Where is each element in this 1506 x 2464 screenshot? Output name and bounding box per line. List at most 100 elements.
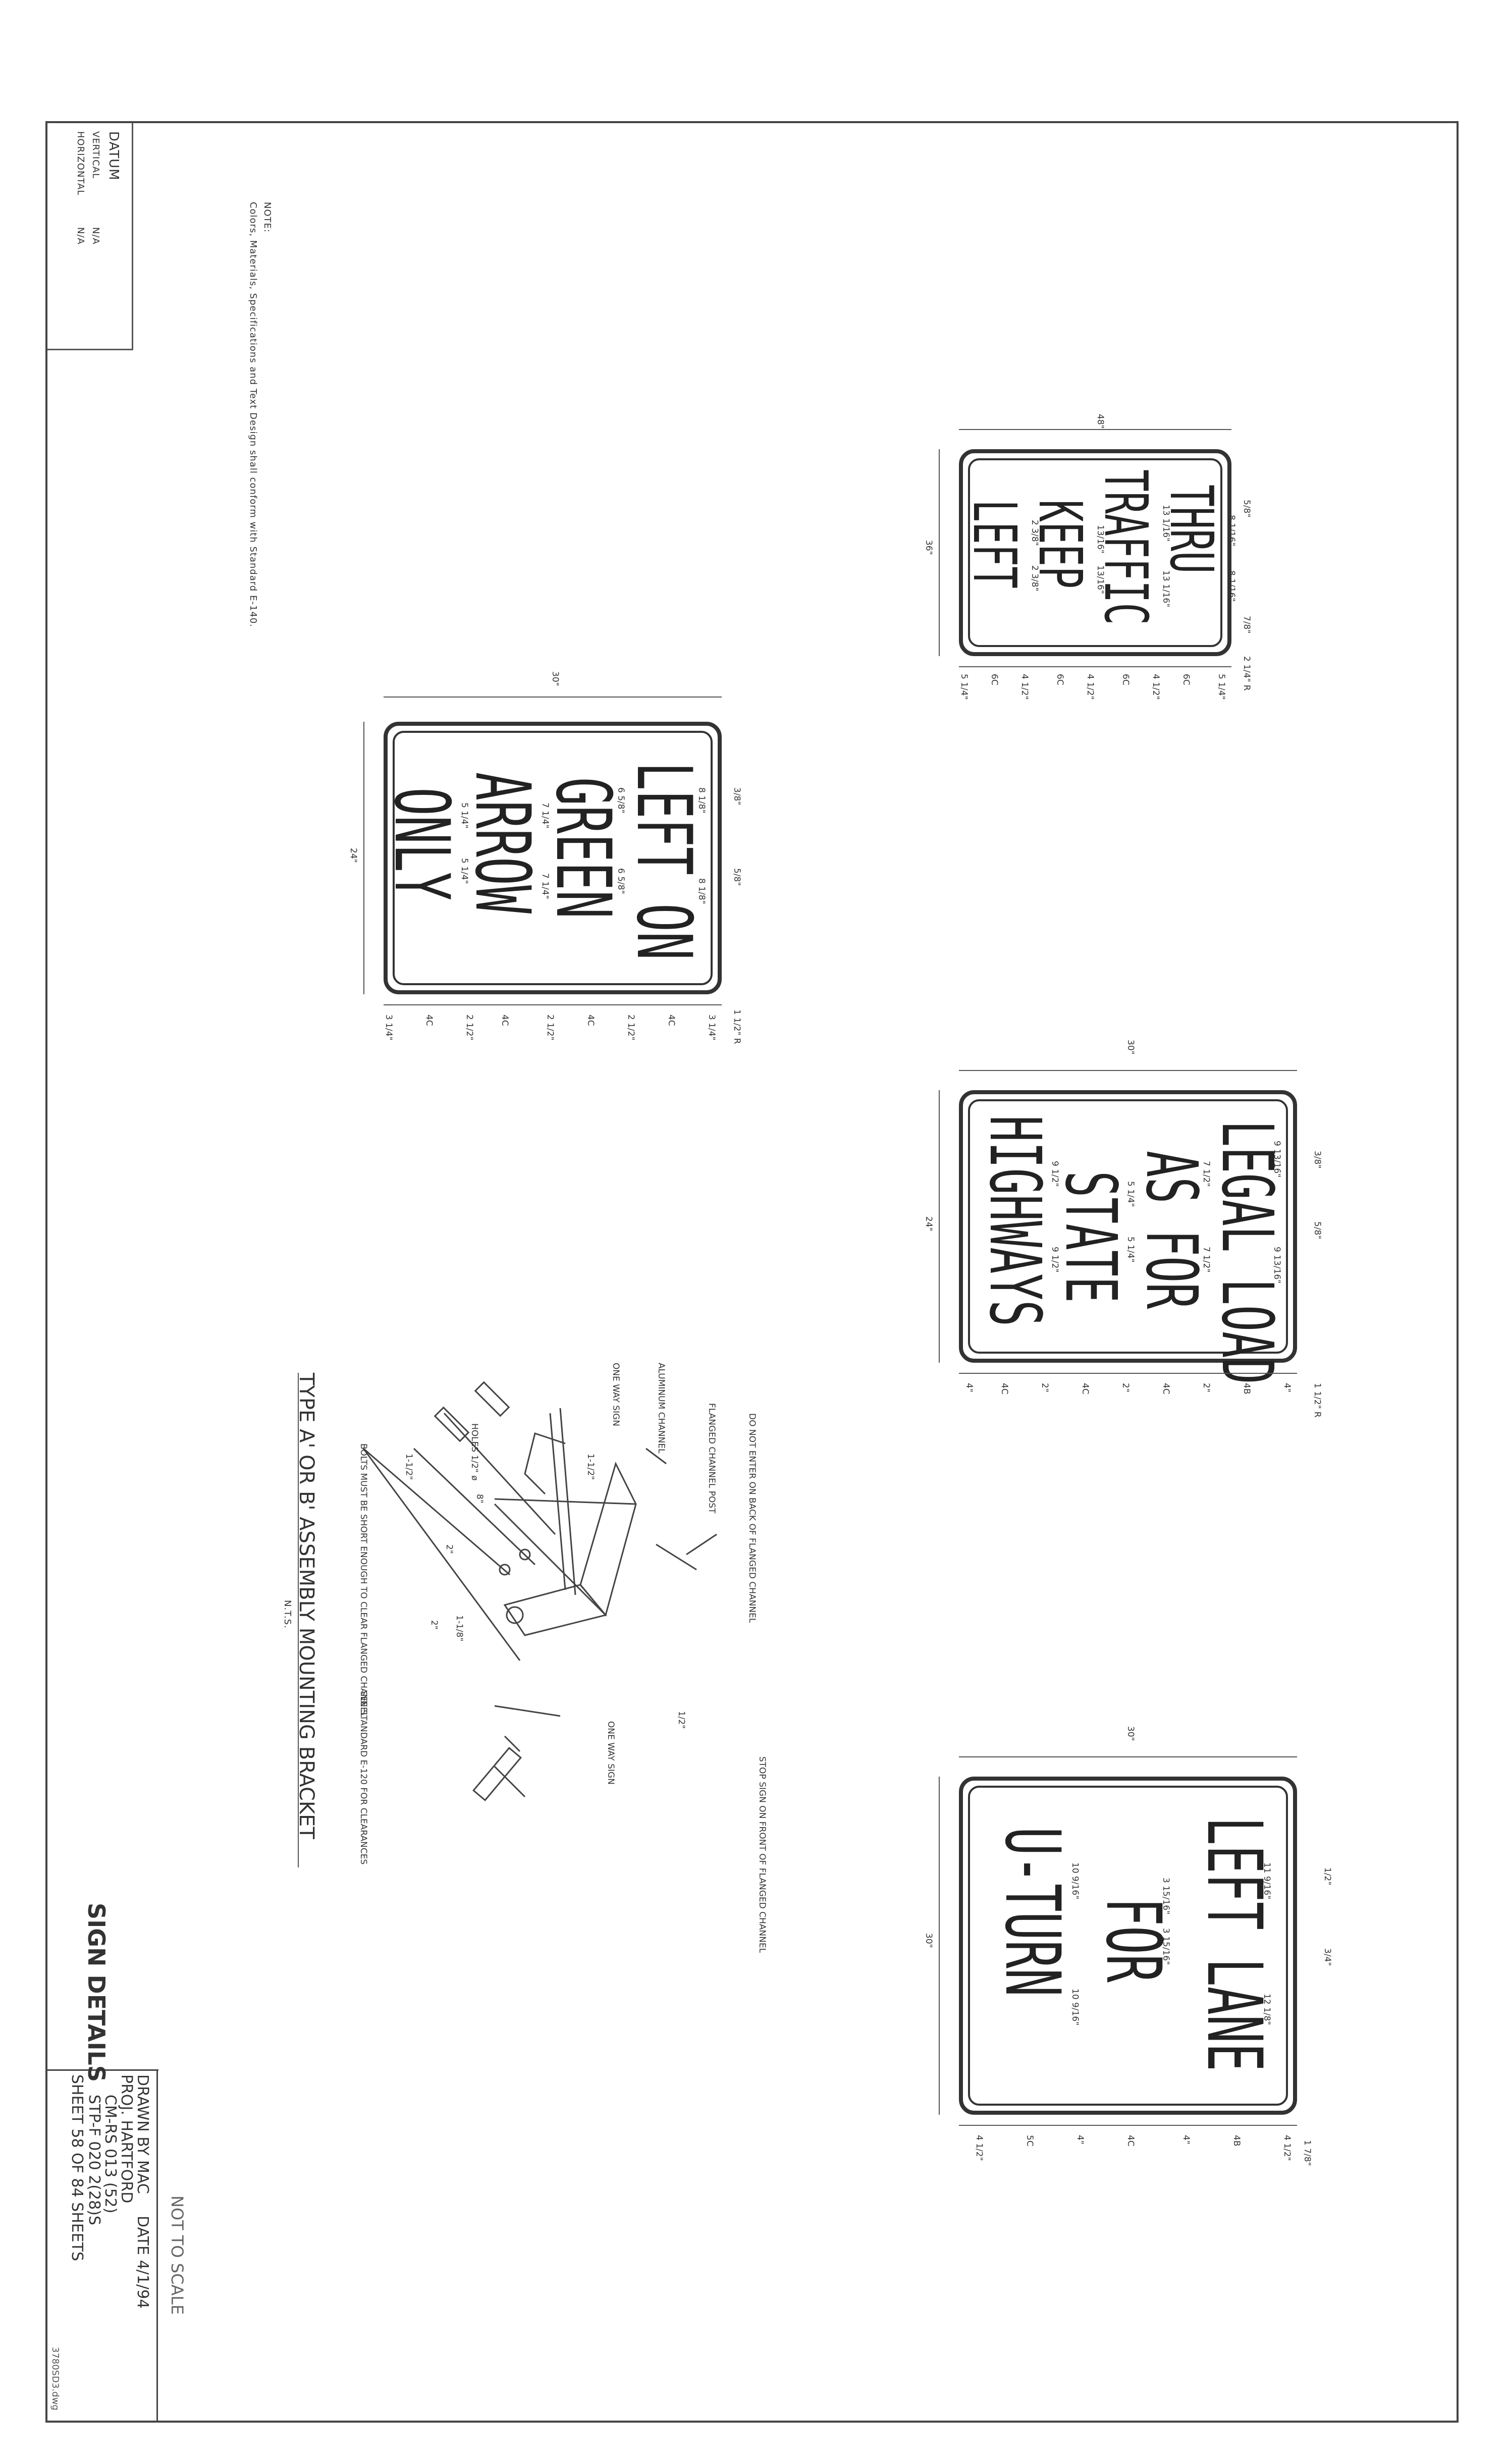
- dim-label: 4C: [1080, 1383, 1090, 1395]
- dim-label: 5C: [1025, 2135, 1035, 2147]
- dim-label: 3 15/16": [1161, 1878, 1171, 1915]
- dim-label: 7 1/2": [1201, 1161, 1211, 1187]
- dim-label: 1 7/8": [1302, 2140, 1312, 2166]
- bracket-label: 1-1/2": [404, 1454, 414, 1480]
- dim-label: 2 3/8": [1030, 565, 1040, 592]
- drawing-date: DATE 4/1/94: [134, 2216, 151, 2309]
- bracket-label: FLANGED CHANNEL POST: [707, 1403, 717, 1514]
- sign-legal-load: [959, 1090, 1297, 1363]
- dim-label: 4 1/2": [1151, 674, 1161, 700]
- dim-label: 5 1/4": [1125, 1181, 1136, 1207]
- sign-line: GREEN: [539, 777, 627, 919]
- stp-number: STP-F 020 2(28)S: [85, 2095, 103, 2225]
- dim-label: 8 1/16": [1226, 570, 1236, 602]
- sign-left-on-green: [384, 722, 722, 994]
- bracket-label: 2": [444, 1544, 454, 1554]
- dim-width: 48": [1095, 414, 1105, 429]
- dim-label: 6 5/8": [616, 868, 626, 894]
- dim-label: 9 1/2": [1050, 1247, 1060, 1273]
- dim-label: 2": [1040, 1383, 1050, 1392]
- dim-label: 2 3/8": [1030, 520, 1040, 546]
- bracket-label: 2": [429, 1620, 439, 1630]
- bracket-label: 1-1/8": [454, 1615, 464, 1642]
- dim-label: 8 1/8": [696, 878, 707, 904]
- dim-label: 13 1/16": [1161, 505, 1171, 542]
- dim-label: 3 15/16": [1161, 1928, 1171, 1965]
- bracket-label: SEE STANDARD E-120 FOR CLEARANCES: [358, 1691, 368, 1865]
- file-name: 3780SD3.dwg: [50, 2347, 61, 2411]
- sign-line: STATE: [1049, 1171, 1132, 1303]
- dim-label: 4C: [500, 1014, 510, 1026]
- sign-left-lane-uturn: [959, 1777, 1297, 2115]
- bracket-label: ALUMINUM CHANNEL: [656, 1363, 666, 1454]
- sign-line: HIGHWAYS: [974, 1115, 1056, 1327]
- dim-label: 4C: [999, 1383, 1009, 1395]
- dim-label: 3 1/4": [707, 1014, 717, 1041]
- dim-label: 2": [1201, 1383, 1211, 1392]
- dim-label: 4B: [1242, 1383, 1252, 1395]
- dim-label: 4C: [1125, 2135, 1136, 2147]
- dim-label: 6C: [1181, 674, 1191, 685]
- bracket-label: ONE WAY SIGN: [606, 1721, 616, 1785]
- datum-horizontal-label: HORIZONTAL: [75, 131, 86, 196]
- dim-height: 30": [924, 1933, 934, 1948]
- dim-label: 6C: [989, 674, 999, 685]
- dim-label: 3/4": [1322, 1948, 1332, 1966]
- bracket-nts: N.T.S.: [282, 1600, 293, 1629]
- dim-label: 13/16": [1095, 565, 1105, 594]
- dim-label: 1 1/2" R: [732, 1009, 742, 1044]
- dim-label: 5/8": [732, 868, 742, 886]
- cm-number: CM-RS 013 (52): [101, 2095, 119, 2214]
- dim-label: 5/8": [1242, 500, 1252, 518]
- dim-label: 4B: [1231, 2135, 1242, 2147]
- dim-label: 1 1/2" R: [1312, 1383, 1322, 1418]
- dim-label: 2": [1120, 1383, 1131, 1392]
- sheet-title: SIGN DETAILS: [83, 1903, 110, 2082]
- dim-label: 11 9/16": [1262, 1862, 1272, 1900]
- sign-line: U-TURN: [988, 1827, 1076, 1997]
- dim-label: 6C: [1120, 674, 1131, 685]
- dim-label: 4C: [666, 1014, 676, 1026]
- drawing-border: [45, 121, 1459, 2423]
- dim-label: 7 1/4": [540, 802, 550, 829]
- dim-label: 2 1/2": [626, 1014, 636, 1041]
- bracket-label: BOLTS MUST BE SHORT ENOUGH TO CLEAR FLAN…: [358, 1443, 368, 1718]
- dim-label: 4C: [424, 1014, 434, 1026]
- title-block: [47, 2069, 158, 2424]
- bracket-label: 8": [474, 1494, 485, 1504]
- dim-label: 3 1/4": [384, 1014, 394, 1041]
- dim-label: 8 1/16": [1226, 515, 1236, 547]
- sign-line: AS FOR: [1130, 1151, 1212, 1309]
- note-label: NOTE:: [262, 202, 273, 233]
- dim-label: 6 5/8": [616, 787, 626, 814]
- datum-vertical-value: N/A: [90, 227, 101, 245]
- dim-label: 9 13/16": [1272, 1247, 1282, 1284]
- drawn-by: DRAWN BY MAC: [134, 2074, 151, 2194]
- dim-label: 4 1/2": [974, 2135, 984, 2161]
- dim-label: 4 1/2": [1085, 674, 1095, 700]
- dim-label: 9 1/2": [1050, 1161, 1060, 1187]
- sign-line: ONLY: [378, 787, 465, 900]
- sign-line: FOR: [1089, 1898, 1177, 1983]
- dim-label: 4": [1075, 2135, 1085, 2145]
- dim-label: 5/8": [1312, 1221, 1322, 1240]
- dim-label: 5 1/4": [459, 858, 469, 884]
- dim-width: 30": [550, 671, 560, 686]
- dim-label: 3/8": [732, 787, 742, 806]
- dim-height: 24": [924, 1216, 934, 1231]
- dim-label: 7/8": [1242, 616, 1252, 634]
- bracket-label: HOLES 1/2" ø: [469, 1423, 479, 1481]
- dim-height: 36": [924, 540, 934, 555]
- dim-label: 5 1/4": [459, 802, 469, 829]
- bracket-label: DO NOT ENTER ON BACK OF FLANGED CHANNEL: [747, 1413, 757, 1623]
- dim-label: 6C: [1055, 674, 1065, 685]
- sign-thru-traffic: [959, 449, 1231, 656]
- datum-title: DATUM: [106, 131, 121, 181]
- sign-line: ARROW: [458, 772, 546, 914]
- sign-line: LEFT: [960, 500, 1030, 589]
- bracket-label: 1/2": [676, 1711, 686, 1729]
- sign-line: LEFT ON: [620, 762, 708, 960]
- dim-label: 4C: [1161, 1383, 1171, 1395]
- dim-label: 4 1/2": [1282, 2135, 1292, 2161]
- dim-label: 2 1/4" R: [1242, 656, 1252, 691]
